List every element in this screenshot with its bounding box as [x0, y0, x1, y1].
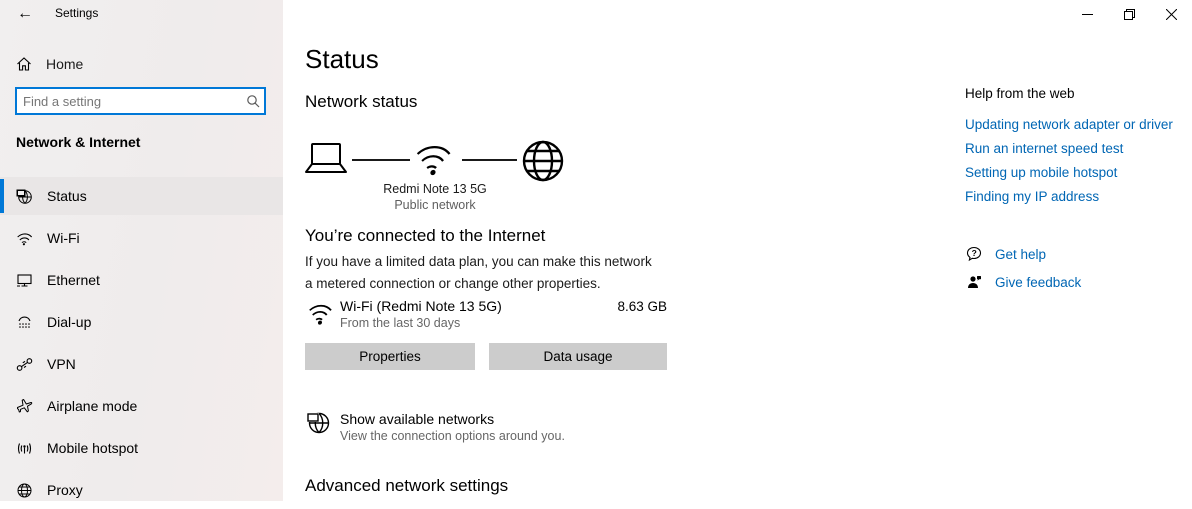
sidebar-item-proxy[interactable]: Proxy: [0, 471, 283, 509]
sidebar-item-label: Dial-up: [47, 314, 92, 330]
proxy-globe-icon: [16, 482, 33, 499]
minimize-button[interactable]: [1066, 0, 1108, 28]
sidebar-item-label: Airplane mode: [47, 398, 138, 414]
get-help-link[interactable]: Get help: [995, 247, 1047, 262]
search-icon[interactable]: [242, 94, 264, 108]
minimize-icon: [1081, 13, 1093, 15]
search-input[interactable]: [17, 93, 242, 109]
restore-button[interactable]: [1108, 0, 1150, 28]
advanced-network-settings-heading: Advanced network settings: [305, 476, 509, 495]
page-title: Status: [305, 44, 379, 74]
sidebar-item-home[interactable]: Home: [0, 49, 283, 79]
close-button[interactable]: [1150, 0, 1192, 28]
wifi-connection-subtitle: From the last 30 days: [340, 316, 461, 330]
sidebar-item-ethernet[interactable]: Ethernet: [0, 261, 283, 299]
properties-button[interactable]: Properties: [305, 343, 475, 370]
network-status-heading: Network status: [305, 92, 418, 111]
help-link-ip-address[interactable]: Finding my IP address: [965, 189, 1100, 204]
connected-heading: You’re connected to the Internet: [305, 226, 546, 245]
sidebar-item-vpn[interactable]: VPN: [0, 345, 283, 383]
sidebar-item-label: Proxy: [47, 482, 83, 498]
home-icon: [16, 56, 32, 72]
wifi-icon: [16, 231, 33, 246]
back-button[interactable]: ←: [12, 2, 38, 26]
sidebar-item-label: Ethernet: [47, 272, 100, 288]
svg-text:?: ?: [972, 248, 977, 258]
give-feedback-icon: [966, 274, 982, 290]
give-feedback-link[interactable]: Give feedback: [995, 275, 1082, 290]
mobile-hotspot-icon: [16, 441, 33, 456]
search-box: [15, 87, 266, 115]
sidebar-item-wifi[interactable]: Wi-Fi: [0, 219, 283, 257]
connected-description: If you have a limited data plan, you can…: [305, 254, 652, 291]
network-name: Redmi Note 13 5G: [383, 182, 487, 196]
connection-label: Redmi Note 13 5G Public network: [370, 182, 500, 212]
sidebar-item-airplane[interactable]: Airplane mode: [0, 387, 283, 425]
sidebar-item-label: Mobile hotspot: [47, 440, 139, 456]
help-from-web-title: Help from the web: [965, 86, 1075, 101]
help-link-network-adapter[interactable]: Updating network adapter or driver: [965, 117, 1173, 132]
help-link-mobile-hotspot[interactable]: Setting up mobile hotspot: [965, 165, 1118, 180]
sidebar-item-label: VPN: [47, 356, 76, 372]
available-networks-icon[interactable]: [306, 410, 332, 436]
internet-globe-icon: [521, 139, 565, 183]
help-link-speed-test[interactable]: Run an internet speed test: [965, 141, 1124, 156]
network-type: Public network: [394, 198, 476, 212]
close-icon: [1165, 8, 1177, 20]
laptop-icon: [303, 141, 349, 177]
sidebar-item-dialup[interactable]: Dial-up: [0, 303, 283, 341]
wifi-connection-title: Wi-Fi (Redmi Note 13 5G): [340, 298, 502, 314]
wifi-icon: [306, 299, 334, 327]
titlebar: ← Settings: [0, 0, 283, 30]
show-available-networks-subtitle: View the connection options around you.: [340, 429, 565, 443]
sidebar-section-title: Network & Internet: [16, 134, 141, 150]
sidebar-item-label: Wi-Fi: [47, 230, 80, 246]
diagram-connector: [462, 159, 517, 161]
ethernet-icon: [16, 273, 33, 288]
diagram-connector: [352, 159, 410, 161]
restore-icon: [1123, 8, 1135, 20]
network-status-icon: [16, 188, 33, 205]
airplane-icon: [16, 398, 33, 414]
sidebar-item-label: Status: [47, 188, 87, 204]
window-title: Settings: [55, 6, 99, 20]
data-usage-value: 8.63 GB: [617, 299, 667, 314]
data-usage-button[interactable]: Data usage: [489, 343, 667, 370]
vpn-icon: [16, 357, 33, 372]
show-available-networks-link[interactable]: Show available networks: [340, 411, 495, 427]
sidebar-item-status[interactable]: Status: [0, 177, 283, 215]
sidebar: ← Settings Home Network & Internet: [0, 0, 283, 501]
get-help-icon: ?: [966, 246, 983, 262]
dialup-phone-icon: [16, 315, 33, 330]
sidebar-item-hotspot[interactable]: Mobile hotspot: [0, 429, 283, 467]
window-controls: [1066, 0, 1192, 28]
wifi-connection-icon: [412, 137, 454, 179]
sidebar-item-label: Home: [46, 56, 84, 72]
arrow-left-icon: ←: [17, 5, 33, 22]
